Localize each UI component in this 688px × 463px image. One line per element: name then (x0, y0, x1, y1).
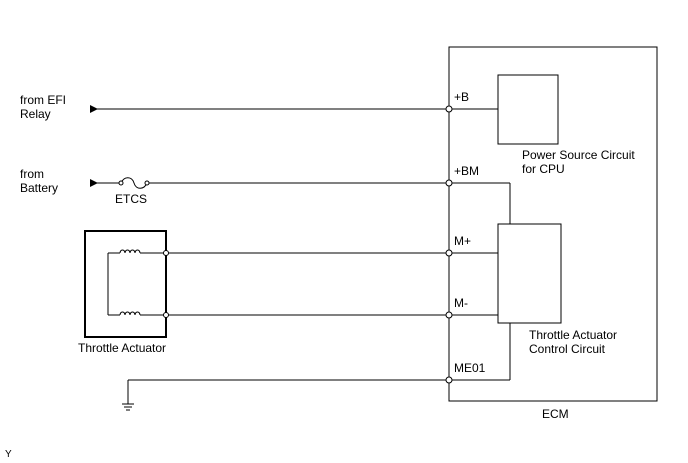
efi-relay-label-1: from EFI (20, 93, 66, 107)
terminal-node-me01 (445, 376, 453, 384)
terminal-node-plus-bm (445, 179, 453, 187)
motor-coil-bottom-icon (119, 311, 141, 316)
motor-coil-top-icon (119, 249, 141, 254)
fuse-label: ETCS (115, 192, 147, 206)
efi-relay-label-2: Relay (20, 107, 51, 121)
battery-label-1: from (20, 167, 44, 181)
terminal-label-plus-bm: +BM (454, 164, 479, 178)
power-source-label-1: Power Source Circuit (522, 148, 635, 162)
fuse-terminal-left (118, 180, 124, 186)
control-circuit-label-1: Throttle Actuator (529, 328, 617, 342)
terminal-label-me01: ME01 (454, 361, 486, 375)
actuator-node-m-minus (163, 312, 169, 318)
terminal-label-m-minus: M- (454, 296, 468, 310)
throttle-actuator-label: Throttle Actuator (78, 341, 166, 355)
terminal-node-m-plus (445, 249, 453, 257)
control-circuit-label-2: Control Circuit (529, 342, 606, 356)
terminal-node-m-minus (445, 311, 453, 319)
throttle-actuator-box (84, 230, 167, 338)
ecm-label: ECM (542, 407, 569, 421)
arrow-efi-relay (90, 105, 98, 113)
power-source-circuit-box (497, 74, 559, 145)
power-source-label-2: for CPU (522, 162, 565, 176)
fuse-terminal-right (144, 180, 150, 186)
terminal-node-plus-b (445, 105, 453, 113)
etcs-fuse-symbol (118, 177, 150, 189)
arrow-battery (90, 179, 98, 187)
ground-icon (122, 403, 134, 411)
terminal-label-plus-b: +B (454, 90, 469, 104)
throttle-control-circuit-box (497, 223, 562, 324)
battery-label-2: Battery (20, 181, 58, 195)
terminal-label-m-plus: M+ (454, 234, 471, 248)
actuator-node-m-plus (163, 250, 169, 256)
corner-mark: Y (5, 449, 12, 460)
